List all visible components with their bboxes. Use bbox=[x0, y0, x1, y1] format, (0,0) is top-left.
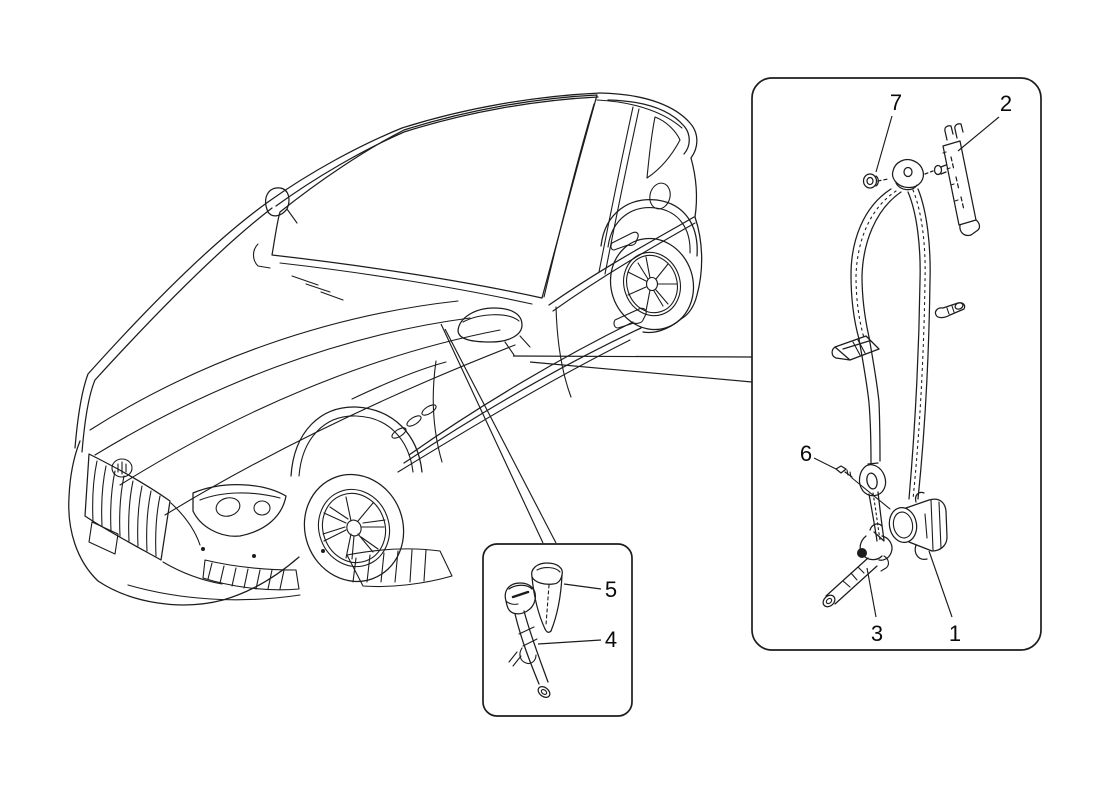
detail-box-seatbelt bbox=[751, 77, 1042, 651]
retractor-drawing bbox=[888, 491, 948, 560]
buckle-cover-drawing bbox=[531, 562, 563, 633]
callout-label-6: 6 bbox=[800, 441, 812, 466]
leader-to-main-box-lower bbox=[529, 361, 753, 383]
height-adjuster-drawing bbox=[942, 123, 981, 237]
seat-belt-webbing-drawing bbox=[850, 188, 931, 500]
leader-to-main-box-upper bbox=[512, 355, 753, 358]
leader-to-buckle-box-left bbox=[440, 323, 544, 544]
buckle-stalk-drawing bbox=[504, 582, 551, 698]
main-box-leaders bbox=[813, 115, 1000, 618]
anchor-bolt-drawing bbox=[835, 465, 891, 510]
callout-label-4: 4 bbox=[605, 627, 617, 652]
rail-bolt-drawing bbox=[933, 164, 947, 176]
car-line-drawing bbox=[68, 92, 703, 606]
detail-box-buckle bbox=[482, 543, 633, 717]
pretensioner-drawing bbox=[822, 523, 893, 608]
callout-label-5: 5 bbox=[605, 577, 617, 602]
seatbelt-assembly-drawing bbox=[813, 115, 1000, 618]
buckle-drawing bbox=[504, 562, 602, 698]
callout-labels: 7 2 6 3 1 5 4 bbox=[605, 90, 1012, 652]
buckle-box-leaders bbox=[537, 583, 602, 645]
callout-label-2: 2 bbox=[1000, 91, 1012, 116]
belt-guide-bracket-drawing bbox=[831, 335, 880, 361]
belt-anchor-drawing bbox=[891, 158, 934, 191]
callout-label-7: 7 bbox=[890, 90, 902, 115]
trim-clip-drawing bbox=[934, 302, 966, 319]
callout-label-1: 1 bbox=[949, 621, 961, 646]
top-anchor-bolt-drawing bbox=[862, 173, 889, 189]
callout-label-3: 3 bbox=[871, 621, 883, 646]
leader-lines bbox=[440, 323, 753, 544]
leader-to-buckle-box-right bbox=[444, 328, 557, 544]
